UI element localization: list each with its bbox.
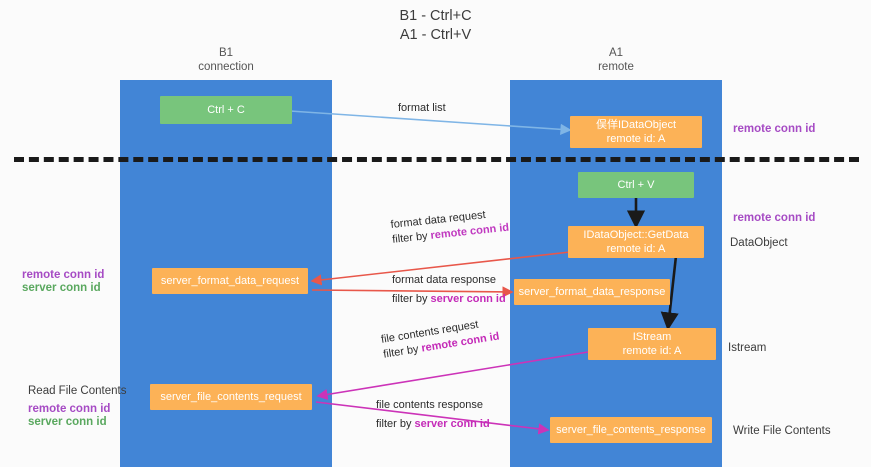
node-ctrl-v[interactable]: Ctrl + V (578, 172, 694, 198)
edge-label-format-list: format list (398, 102, 446, 114)
lane-header-b1-role: connection (198, 61, 254, 73)
node-fmt-resp-label: server_format_data_response (518, 286, 666, 298)
page-title: B1 - Ctrl+C A1 - Ctrl+V (0, 7, 871, 45)
edge-label-format-data-response: format data response filter by server co… (392, 273, 506, 307)
edge-label-file-contents-response-text: file contents response (376, 399, 484, 411)
edge-label-format-data-response-text: format data response (392, 274, 496, 286)
node-fmt-req-label: server_format_data_request (160, 275, 300, 287)
node-ctrl-c[interactable]: Ctrl + C (160, 96, 292, 124)
phase-divider (14, 157, 859, 162)
edge-label-file-contents-response: file contents response filter by server … (376, 398, 490, 432)
node-server-format-data-response[interactable]: server_format_data_response (514, 279, 670, 305)
node-idataobject-getdata[interactable]: IDataObject::GetData remote id: A (568, 226, 704, 258)
node-ctrl-c-label: Ctrl + C (207, 104, 245, 116)
lane-header-b1: B1 connection (120, 46, 332, 74)
node-file-req-label: server_file_contents_request (160, 391, 302, 403)
annotation-read-file-contents: Read File Contents (28, 385, 127, 397)
filter-key-server-conn-id: server conn id (414, 418, 490, 430)
filter-key-server-conn-id: server conn id (430, 293, 506, 305)
annotation-left-server-conn-id-bottom: server conn id (28, 416, 107, 428)
filter-prefix: filter by (376, 418, 415, 430)
edge-label-file-contents-response-filter: filter by server conn id (376, 417, 490, 432)
annotation-left-remote-conn-id-bottom: remote conn id (28, 403, 111, 415)
lane-header-a1: A1 remote (510, 46, 722, 74)
node-server-format-data-request[interactable]: server_format_data_request (152, 268, 308, 294)
node-getdata-label: IDataObject::GetData (583, 229, 689, 241)
title-line-2: A1 - Ctrl+V (399, 27, 472, 43)
annotation-write-file-contents: Write File Contents (733, 425, 831, 437)
node-server-file-contents-request[interactable]: server_file_contents_request (150, 384, 312, 410)
title-line-1: B1 - Ctrl+C (399, 8, 472, 24)
edge-label-file-contents-request: file contents request filter by remote c… (380, 315, 501, 363)
node-idataobject-sub: remote id: A (606, 133, 666, 145)
lane-header-a1-name: A1 (608, 47, 624, 59)
node-istream-sub: remote id: A (622, 345, 682, 357)
edge-label-format-data-response-filter: filter by server conn id (392, 292, 506, 307)
node-file-resp-label: server_file_contents_response (556, 424, 706, 436)
annotation-remote-conn-id-top: remote conn id (733, 123, 816, 135)
node-getdata-sub: remote id: A (606, 243, 666, 255)
node-idataobject[interactable]: 俣佯IDataObject remote id: A (570, 116, 702, 148)
lane-header-a1-role: remote (598, 61, 634, 73)
node-istream[interactable]: IStream remote id: A (588, 328, 716, 360)
node-istream-label: IStream (632, 331, 672, 343)
annotation-left-server-conn-id-mid: server conn id (22, 282, 101, 294)
filter-prefix: filter by (392, 293, 431, 305)
annotation-istream: Istream (728, 342, 767, 354)
node-server-file-contents-response[interactable]: server_file_contents_response (550, 417, 712, 443)
annotation-left-remote-conn-id-mid: remote conn id (22, 269, 105, 281)
edge-label-format-data-request: format data request filter by remote con… (390, 206, 510, 248)
lane-header-b1-name: B1 (218, 47, 234, 59)
node-ctrl-v-label: Ctrl + V (617, 179, 655, 191)
node-idataobject-label: 俣佯IDataObject (595, 119, 677, 131)
annotation-remote-conn-id-mid: remote conn id (733, 212, 816, 224)
filter-prefix: filter by (391, 229, 432, 246)
annotation-dataobject: DataObject (730, 237, 788, 249)
